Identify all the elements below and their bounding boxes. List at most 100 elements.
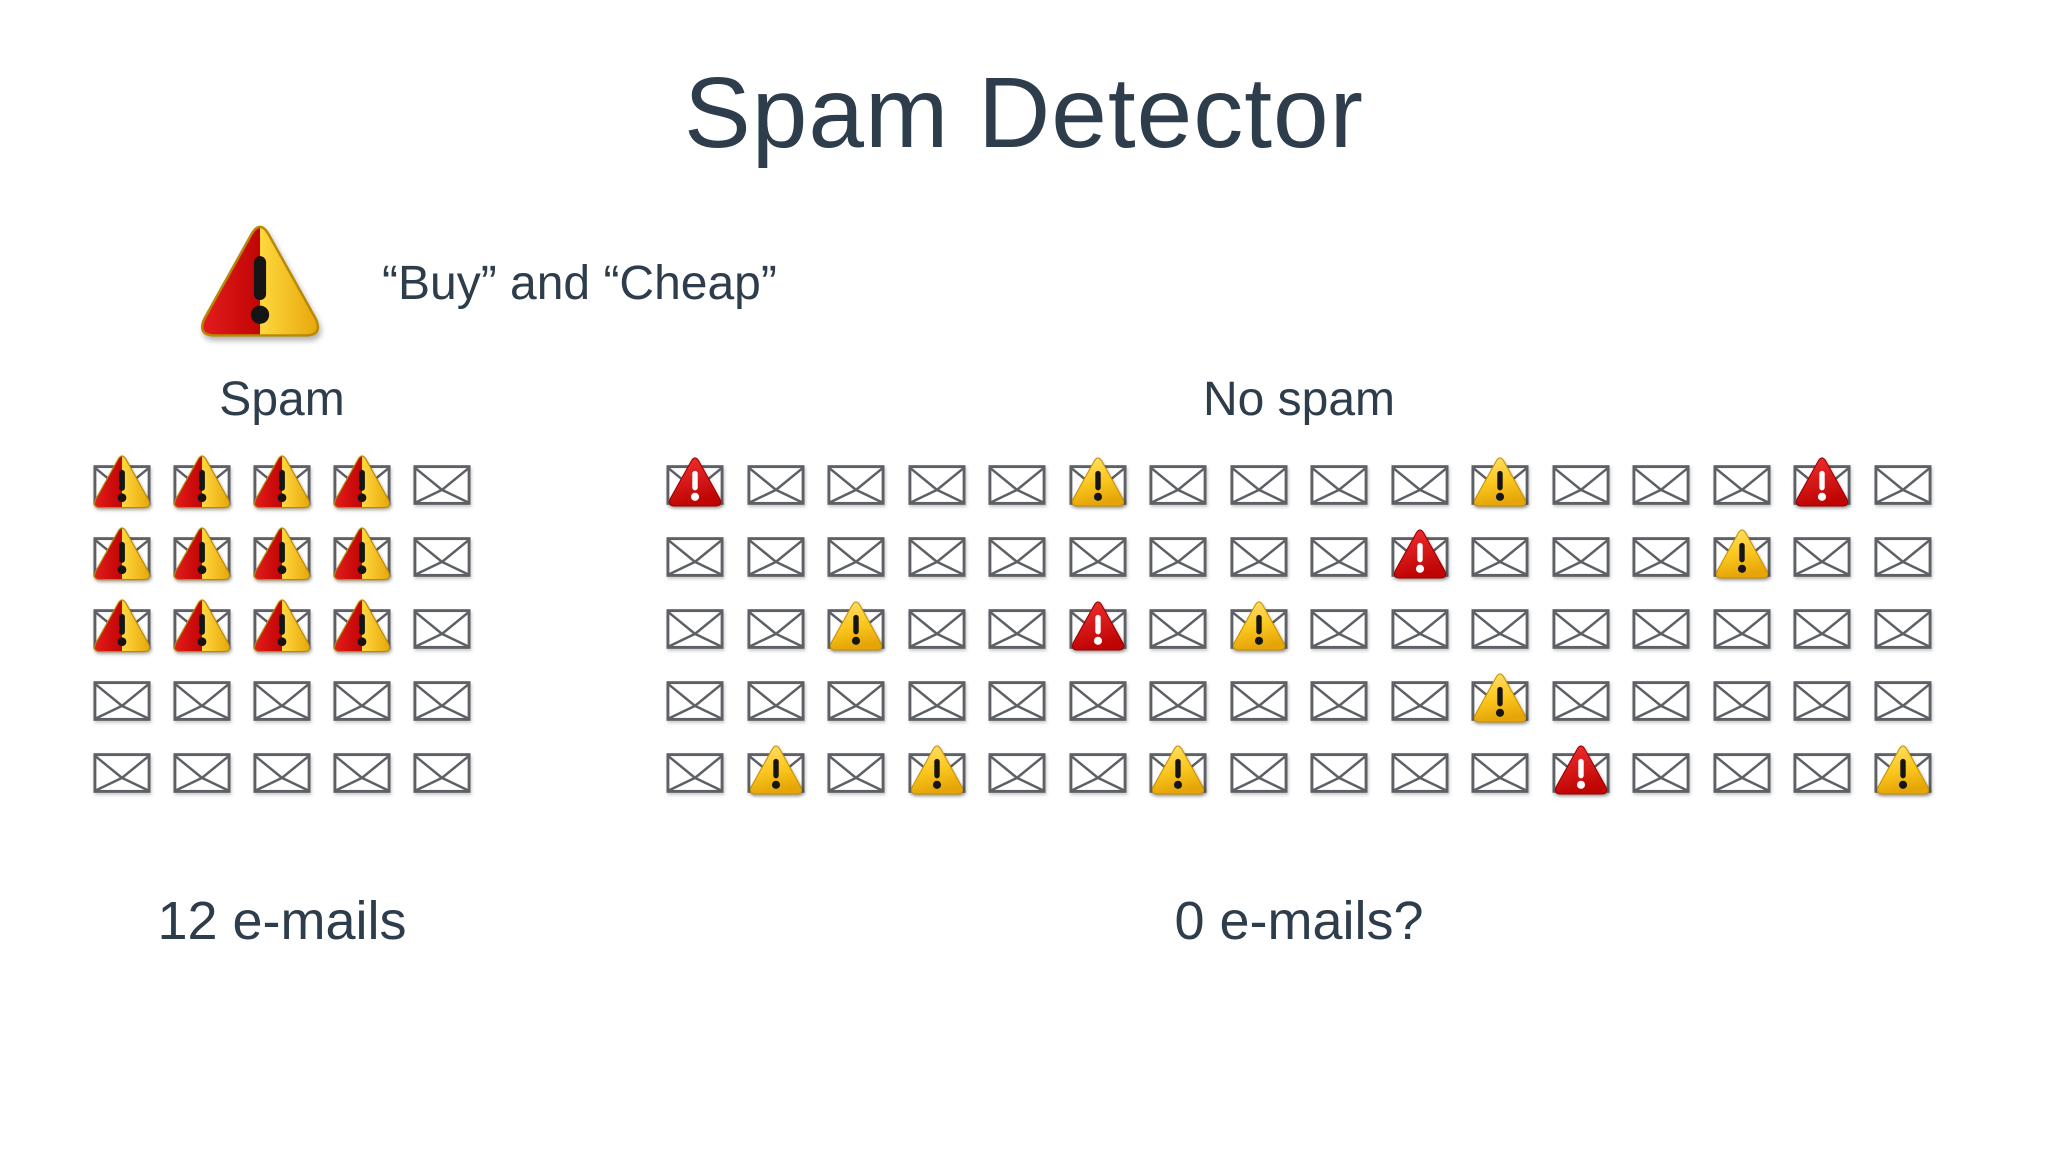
envelope-icon xyxy=(1471,609,1529,649)
email-cell xyxy=(977,593,1058,665)
email-cell xyxy=(1702,665,1783,737)
envelope-icon xyxy=(1230,537,1288,577)
email-cell xyxy=(402,593,482,665)
warning-icon-red-yellow xyxy=(200,225,320,337)
envelope-icon xyxy=(173,681,231,721)
envelope-icon xyxy=(1391,681,1449,721)
email-cell xyxy=(1863,665,1944,737)
email-cell xyxy=(1863,449,1944,521)
envelope-icon xyxy=(1552,609,1610,649)
envelope-icon xyxy=(1552,465,1610,505)
warning-icon-red-yellow xyxy=(173,599,231,653)
email-cell xyxy=(1702,593,1783,665)
email-cell xyxy=(816,593,897,665)
email-cell xyxy=(1138,737,1219,809)
envelope-icon xyxy=(1874,465,1932,505)
warning-icon-red-yellow xyxy=(253,455,311,509)
envelope-icon xyxy=(747,465,805,505)
envelope-icon xyxy=(666,537,724,577)
email-cell xyxy=(1863,737,1944,809)
envelope-icon xyxy=(988,537,1046,577)
email-cell xyxy=(1299,737,1380,809)
email-cell xyxy=(1702,521,1783,593)
spam-email-grid xyxy=(82,449,482,809)
email-cell xyxy=(322,449,402,521)
warning-icon-red-yellow xyxy=(93,527,151,581)
email-cell xyxy=(1782,449,1863,521)
email-cell xyxy=(82,665,162,737)
envelope-icon xyxy=(1230,753,1288,793)
warning-icon-yellow xyxy=(1232,601,1285,651)
email-cell xyxy=(1058,737,1139,809)
envelope-icon xyxy=(1149,681,1207,721)
email-cell xyxy=(1299,665,1380,737)
warning-icon-red-yellow xyxy=(93,599,151,653)
envelope-icon xyxy=(827,465,885,505)
envelope-icon xyxy=(908,537,966,577)
email-cell xyxy=(402,665,482,737)
envelope-icon xyxy=(1069,681,1127,721)
envelope-icon xyxy=(1793,609,1851,649)
envelope-icon xyxy=(1874,681,1932,721)
warning-icon-red-yellow xyxy=(333,527,391,581)
envelope-icon xyxy=(413,681,471,721)
envelope-icon xyxy=(988,465,1046,505)
email-cell xyxy=(82,593,162,665)
email-cell xyxy=(1380,593,1461,665)
envelope-icon xyxy=(1391,465,1449,505)
email-cell xyxy=(1621,593,1702,665)
email-cell xyxy=(1219,593,1300,665)
email-cell xyxy=(1460,593,1541,665)
warning-icon-red-yellow xyxy=(93,455,151,509)
email-cell xyxy=(736,449,817,521)
email-cell xyxy=(1541,593,1622,665)
no-spam-email-grid xyxy=(655,449,1943,809)
email-cell xyxy=(1219,521,1300,593)
envelope-icon xyxy=(1632,537,1690,577)
envelope-icon xyxy=(333,681,391,721)
envelope-icon xyxy=(173,753,231,793)
email-cell xyxy=(1380,737,1461,809)
email-cell xyxy=(82,737,162,809)
envelope-icon xyxy=(1552,681,1610,721)
email-cell xyxy=(1058,521,1139,593)
envelope-icon xyxy=(988,753,1046,793)
email-cell xyxy=(897,521,978,593)
email-cell xyxy=(977,449,1058,521)
keyword-rule: “Buy” and “Cheap” xyxy=(196,222,777,344)
email-cell xyxy=(1863,521,1944,593)
envelope-icon xyxy=(1471,753,1529,793)
email-cell xyxy=(816,449,897,521)
page-title: Spam Detector xyxy=(684,57,1364,169)
warning-icon-red xyxy=(1071,601,1124,651)
envelope-icon xyxy=(908,465,966,505)
envelope-icon xyxy=(1793,753,1851,793)
envelope-icon xyxy=(1310,753,1368,793)
email-cell xyxy=(1138,521,1219,593)
email-cell xyxy=(1219,737,1300,809)
envelope-icon xyxy=(827,537,885,577)
warning-icon-yellow xyxy=(830,601,883,651)
email-cell xyxy=(1863,593,1944,665)
envelope-icon xyxy=(988,609,1046,649)
email-cell xyxy=(1299,593,1380,665)
envelope-icon xyxy=(1874,537,1932,577)
envelope-icon xyxy=(908,609,966,649)
email-cell xyxy=(736,593,817,665)
email-cell xyxy=(242,737,322,809)
envelope-icon xyxy=(1149,537,1207,577)
email-cell xyxy=(1058,449,1139,521)
email-cell xyxy=(1460,737,1541,809)
envelope-icon xyxy=(93,681,151,721)
email-cell xyxy=(1541,449,1622,521)
envelope-icon xyxy=(1552,537,1610,577)
envelope-icon xyxy=(1310,609,1368,649)
envelope-icon xyxy=(1471,537,1529,577)
email-cell xyxy=(1219,665,1300,737)
warning-icon-yellow xyxy=(1474,673,1527,723)
email-cell xyxy=(1782,737,1863,809)
envelope-icon xyxy=(253,681,311,721)
email-cell xyxy=(655,521,736,593)
email-cell xyxy=(1702,737,1783,809)
envelope-icon xyxy=(1391,753,1449,793)
